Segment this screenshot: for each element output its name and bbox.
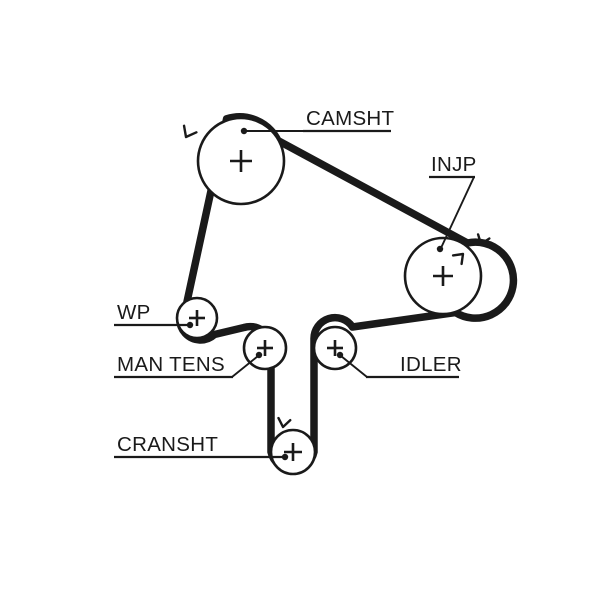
arrow-injp-upper-icon <box>476 233 491 246</box>
label-manual-tensioner[interactable]: MAN TENS <box>114 351 263 379</box>
label-idler[interactable]: IDLER <box>336 351 462 379</box>
label-manual-tensioner-leader <box>231 355 259 378</box>
label-injection-pump-text: INJP <box>431 153 477 176</box>
label-crankshaft-dot <box>281 453 289 461</box>
label-injection-pump-leader <box>440 176 475 249</box>
label-crankshaft[interactable]: CRANSHT <box>114 433 289 461</box>
label-manual-tensioner-text: MAN TENS <box>117 353 225 376</box>
pulley-camshaft[interactable] <box>196 116 286 206</box>
label-injection-pump-dot <box>436 245 444 253</box>
belt-loop <box>176 113 518 474</box>
arrow-crankshaft-icon <box>277 416 292 429</box>
label-crankshaft-text: CRANSHT <box>117 433 218 456</box>
label-idler-dot <box>336 351 344 359</box>
belt-outer-path <box>176 113 518 474</box>
pulley-water-pump[interactable] <box>175 296 219 340</box>
label-idler-leader <box>340 355 368 378</box>
direction-arrow-group <box>182 124 491 429</box>
arrow-camshaft-left-icon <box>182 124 198 139</box>
label-water-pump-text: WP <box>117 301 151 324</box>
label-injection-pump[interactable]: INJP <box>429 153 477 253</box>
label-manual-tensioner-dot <box>255 351 263 359</box>
pulley-crankshaft[interactable] <box>269 428 317 476</box>
pulley-group <box>175 116 483 476</box>
label-idler-text: IDLER <box>400 353 462 376</box>
label-camshaft-dot <box>240 127 248 135</box>
label-camshaft[interactable]: CAMSHT <box>240 107 395 135</box>
label-water-pump[interactable]: WP <box>114 301 194 329</box>
label-water-pump-dot <box>186 321 194 329</box>
arrow-injp-lower-icon <box>451 252 465 266</box>
label-camshaft-text: CAMSHT <box>306 107 395 130</box>
